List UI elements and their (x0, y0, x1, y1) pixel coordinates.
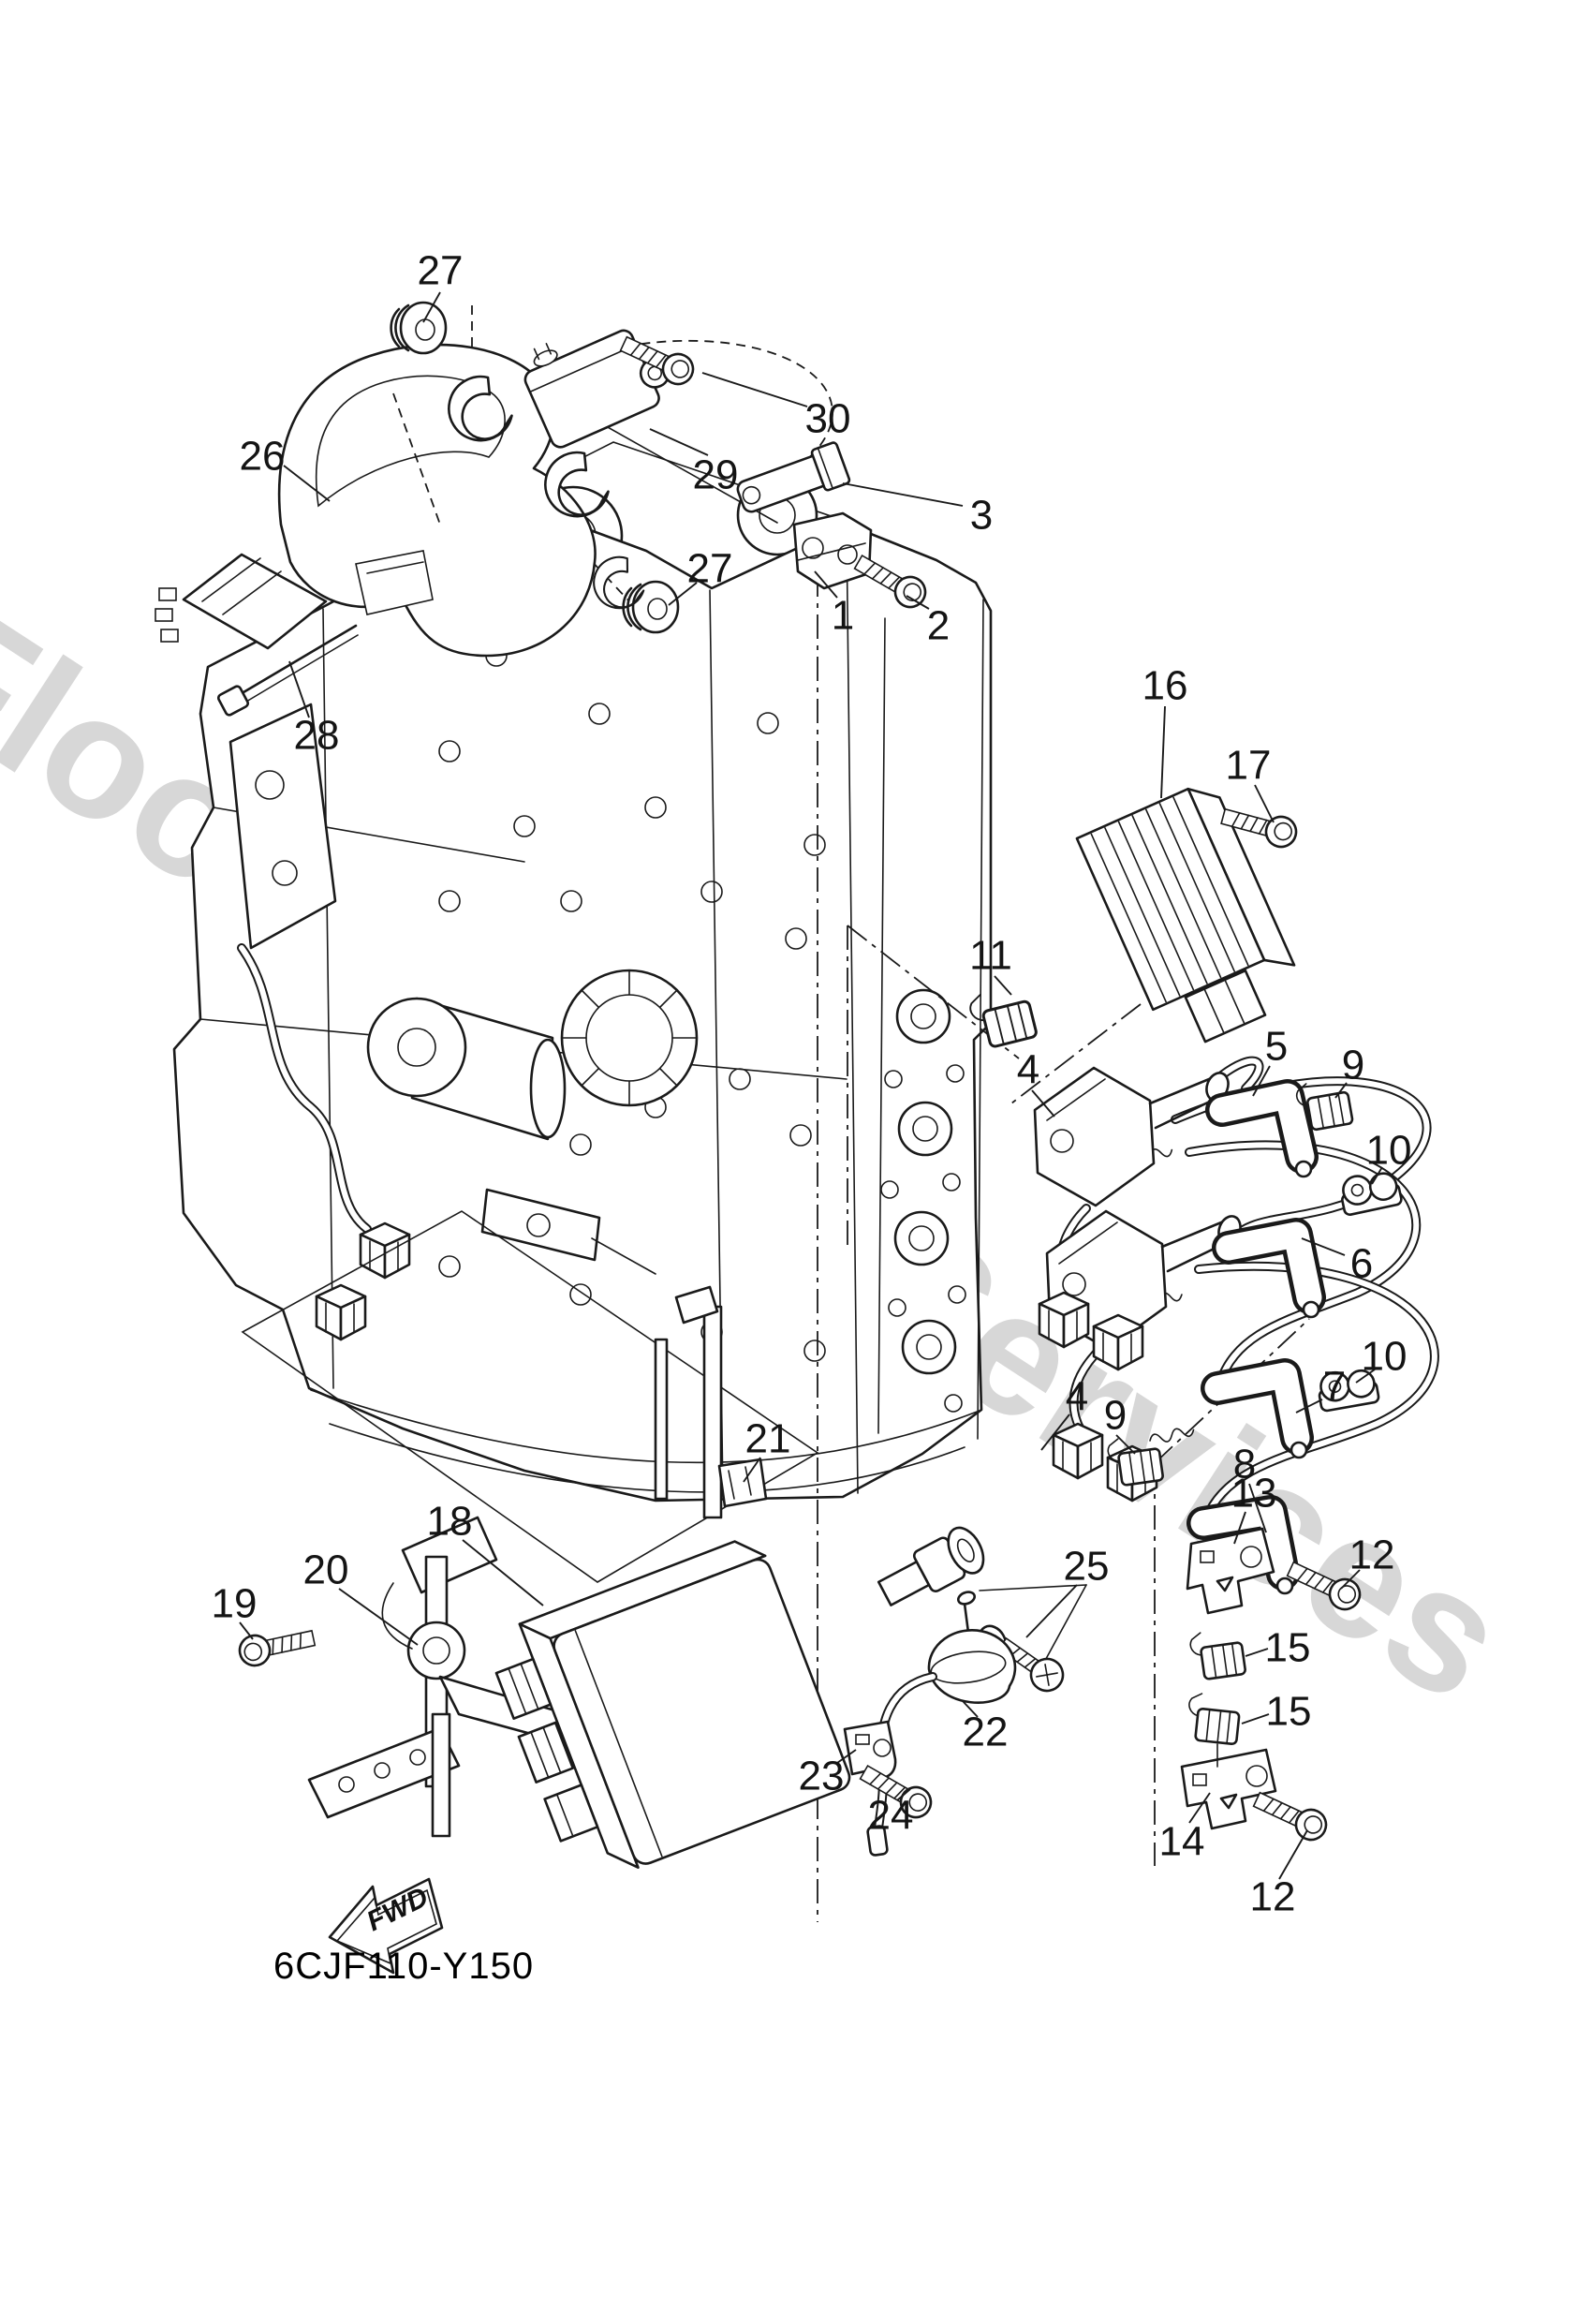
part-21-stay (654, 1285, 768, 1519)
part-3-sensor (736, 441, 851, 513)
callout-9: 9 (1104, 1393, 1127, 1439)
callout-10: 10 (1366, 1128, 1412, 1174)
part-7-plug-cap (1201, 1358, 1314, 1459)
callout-10: 10 (1362, 1334, 1408, 1380)
part-15-clip-lower (1184, 1691, 1243, 1746)
callout-20: 20 (303, 1547, 349, 1593)
leader-line-4 (1031, 1089, 1055, 1118)
part-13-bracket (1186, 1527, 1275, 1615)
callout-11: 11 (969, 933, 1012, 979)
callout-15: 15 (1266, 1689, 1312, 1735)
leader-line-15 (1245, 1648, 1269, 1657)
callout-1: 1 (832, 593, 854, 639)
part-28-cable-tie (216, 624, 359, 717)
leader-line-7 (1295, 1399, 1323, 1414)
leader-line-29 (649, 428, 709, 456)
callout-25: 25 (1064, 1544, 1110, 1590)
callout-19: 19 (212, 1581, 258, 1627)
leader-line-17 (1254, 784, 1275, 823)
part-18-ecu (494, 1540, 851, 1869)
callout-3: 3 (970, 493, 993, 539)
part-6-plug-cap (1212, 1218, 1326, 1319)
callout-21: 21 (745, 1416, 791, 1462)
callout-5: 5 (1265, 1024, 1288, 1070)
callout-4: 4 (1066, 1374, 1088, 1420)
callout-17: 17 (1226, 743, 1272, 789)
part-8-plug-cap (1186, 1495, 1300, 1595)
part-26-cowl (277, 343, 597, 658)
callout-4: 4 (1017, 1047, 1039, 1093)
leader-line-30 (701, 372, 808, 407)
leader-line-11 (994, 975, 1012, 996)
part-25-pressure-sensor (877, 1526, 985, 1606)
leader-line-9 (1115, 1434, 1136, 1455)
part-15-clip-upper (1187, 1625, 1247, 1682)
leader-line-16 (1160, 705, 1166, 799)
callout-6: 6 (1350, 1241, 1373, 1287)
part-14-bracket (1180, 1743, 1277, 1830)
leader-line-8 (1248, 1483, 1267, 1533)
part-4-ignition-coil-upper (1033, 1066, 1230, 1207)
drawing-code: 6CJF110-Y150 (273, 1946, 534, 1987)
spark-plug-wires (1054, 1056, 1439, 1524)
callout-29: 29 (693, 452, 739, 498)
part-27-grommet-a (390, 301, 448, 355)
leader-line-1 (814, 570, 838, 599)
leader-line-4 (1040, 1414, 1070, 1451)
leader-line-20 (338, 1588, 419, 1646)
callout-13: 13 (1231, 1471, 1277, 1517)
callout-15: 15 (1265, 1625, 1311, 1671)
callout-7: 7 (1323, 1364, 1346, 1410)
callout-24: 24 (868, 1793, 914, 1839)
leader-line-15 (1241, 1713, 1270, 1724)
callout-22: 22 (963, 1710, 1009, 1755)
part-22-oil-level-sensor (866, 1591, 1017, 1857)
part-19-bolt (235, 1621, 318, 1670)
leader-line-12 (1340, 1569, 1361, 1590)
leader-line-27 (422, 291, 441, 323)
part-1-bracket (792, 511, 873, 590)
callout-12: 12 (1349, 1532, 1395, 1578)
callout-12: 12 (1250, 1874, 1296, 1920)
leader-line-5 (1252, 1065, 1271, 1097)
callout-28: 28 (294, 713, 340, 759)
leader-line-21 (743, 1457, 761, 1483)
callout-26: 26 (240, 434, 286, 480)
callout-14: 14 (1159, 1819, 1205, 1865)
leader-line-6 (1301, 1237, 1346, 1256)
leader-line-24 (896, 1788, 911, 1801)
leader-line-9 (1334, 1082, 1348, 1099)
leader-line-23 (836, 1749, 857, 1764)
leader-line-13 (1233, 1511, 1246, 1545)
callout-27: 27 (687, 546, 733, 592)
part-20-bracket (307, 1516, 615, 1838)
callout-27: 27 (418, 248, 464, 294)
part-5-plug-cap (1205, 1079, 1319, 1178)
callout-2: 2 (927, 603, 950, 649)
leader-line-22 (962, 1700, 979, 1718)
callout-30: 30 (805, 396, 851, 442)
part-12-bolt-lower (1248, 1784, 1333, 1846)
callout-16: 16 (1142, 663, 1188, 709)
leader-line-3 (842, 482, 964, 507)
callout-23: 23 (799, 1754, 845, 1799)
leader-line-10 (1371, 1166, 1383, 1185)
leader-line-28 (288, 660, 310, 718)
callout-8: 8 (1233, 1442, 1256, 1488)
leader-line-12 (1278, 1829, 1308, 1880)
leader-line-25 (1025, 1584, 1078, 1638)
callout-9: 9 (1342, 1043, 1364, 1088)
part-16-regulator (1075, 787, 1296, 1044)
leader-line-27 (668, 582, 698, 606)
callout-18: 18 (427, 1499, 473, 1545)
leader-line-26 (283, 465, 331, 502)
leader-line-18 (462, 1539, 544, 1606)
leader-line-14 (1188, 1792, 1211, 1824)
leader-line-10 (1355, 1369, 1376, 1384)
leader-line-2 (906, 595, 930, 610)
leader-line-19 (239, 1621, 254, 1640)
